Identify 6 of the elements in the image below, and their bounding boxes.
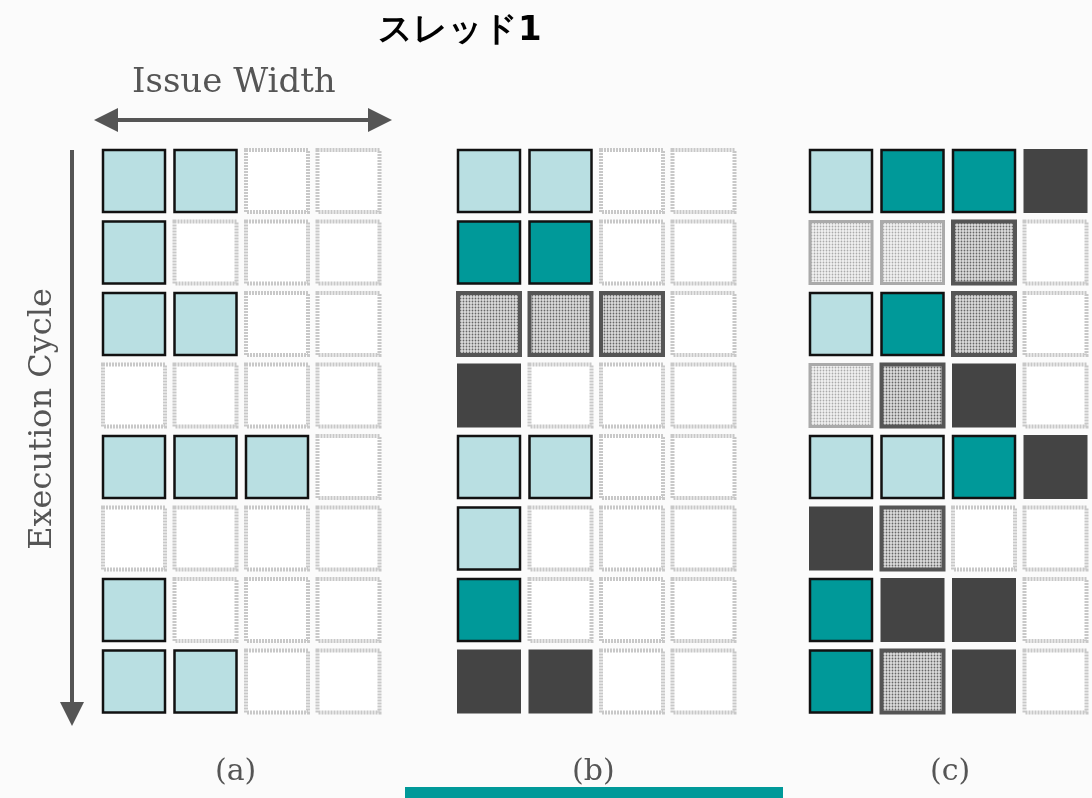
title: スレッド1 bbox=[378, 7, 542, 50]
axis-label: Issue Width bbox=[132, 60, 336, 100]
panel-label: (b) bbox=[572, 752, 615, 787]
panel-label: (a) bbox=[215, 752, 257, 787]
panel-label: (c) bbox=[930, 752, 971, 787]
axis-label: Execution Cycle bbox=[21, 287, 59, 552]
